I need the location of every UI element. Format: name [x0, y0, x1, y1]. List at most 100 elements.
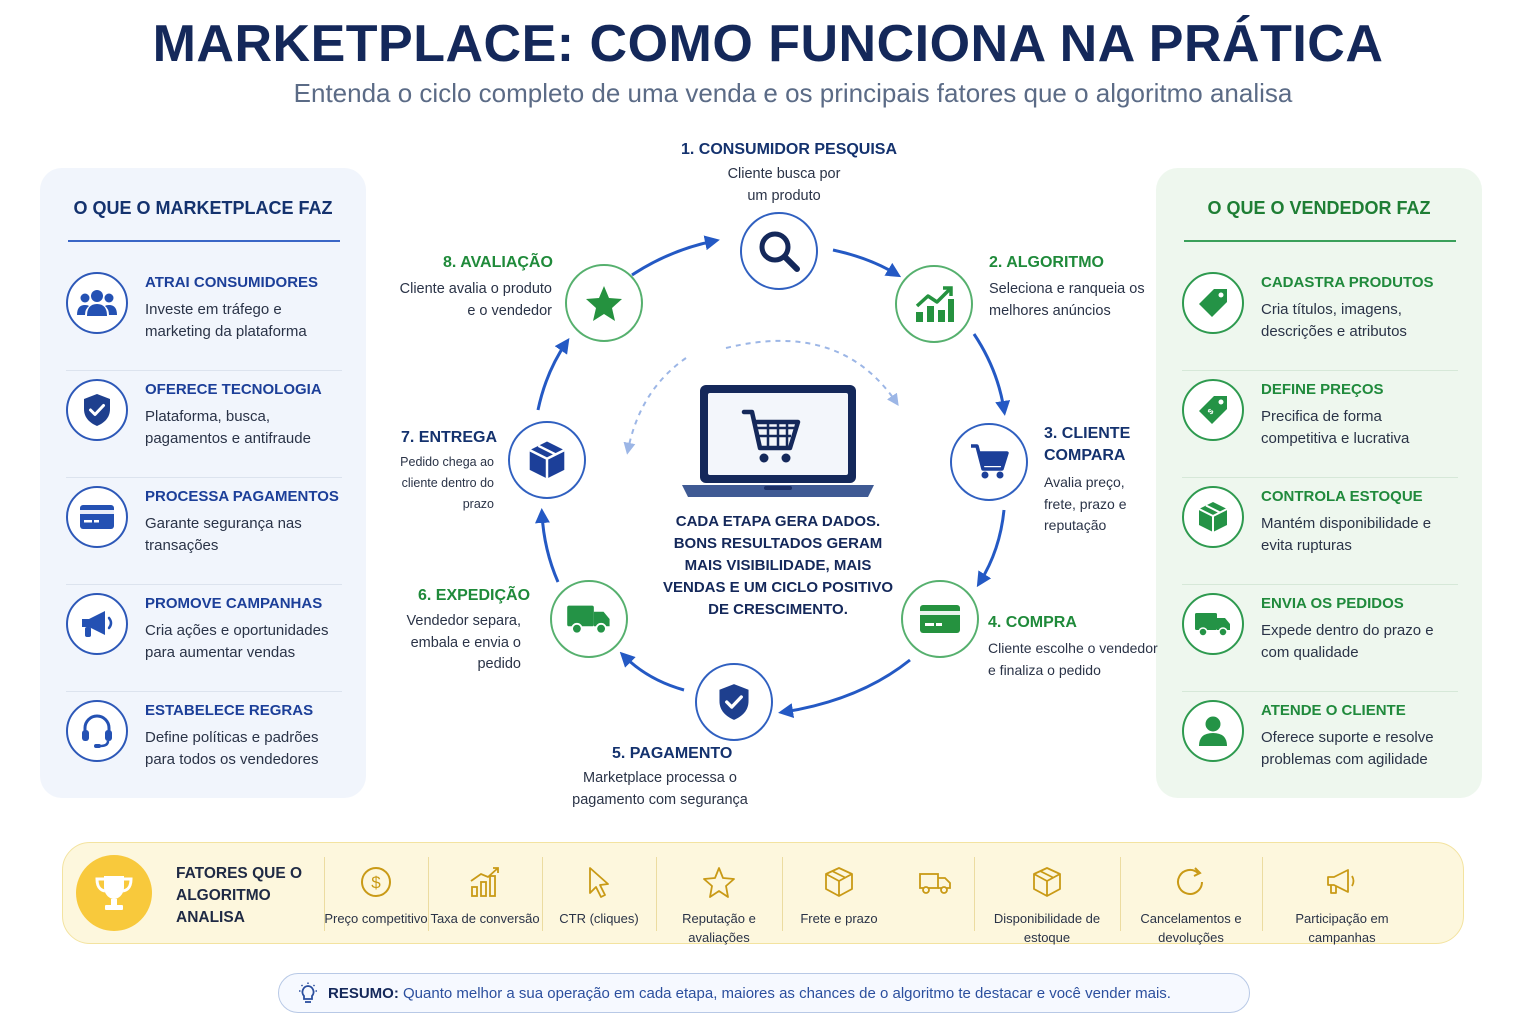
item-desc: Define políticas e padrões para todos os…: [145, 729, 319, 768]
item-desc: Oferece suporte e resolve problemas com …: [1261, 729, 1434, 768]
credit-card-icon: [66, 486, 128, 548]
seller-item-pricing: $ DEFINE PREÇOS Precifica de forma compe…: [1182, 371, 1458, 478]
truck-outline-icon: [919, 873, 951, 894]
factor-label: Participação em campanhas: [1295, 911, 1389, 945]
item-title: ENVIA OS PEDIDOS: [1261, 595, 1404, 612]
arrow-7-8: [536, 338, 570, 411]
step-7-title: 7. ENTREGA: [401, 429, 498, 446]
step-6-desc: Vendedor separa, embala e envia o pedido: [406, 613, 521, 672]
step-4-node: [901, 580, 979, 658]
marketplace-panel: O QUE O MARKETPLACE FAZ ATRAI CONSUMIDOR…: [40, 168, 366, 798]
headset-icon: [66, 700, 128, 762]
item-title: ATENDE O CLIENTE: [1261, 702, 1406, 719]
factor-separator: [974, 857, 975, 931]
cursor-icon: [589, 867, 609, 898]
item-desc: Cria títulos, imagens, descrições e atri…: [1261, 301, 1407, 340]
inner-dashed-arrow-right: [725, 339, 899, 406]
panel-divider: [1184, 240, 1456, 242]
factor-label: Reputação e avaliações: [682, 911, 756, 945]
factor-separator: [782, 857, 783, 931]
factor-conversion: Taxa de conversão: [428, 857, 542, 937]
laptop-cart-icon: [682, 385, 874, 497]
factor-freight: Frete e prazo: [782, 857, 896, 937]
seller-item-support: ATENDE O CLIENTE Oferece suporte e resol…: [1182, 692, 1458, 799]
shield-check-icon: [719, 684, 749, 720]
seller-item-shipping: ENVIA OS PEDIDOS Expede dentro do prazo …: [1182, 585, 1458, 692]
arrow-2-3: [972, 333, 1011, 416]
step-1-desc: Cliente busca por um produto: [727, 166, 841, 204]
panel-divider: [68, 240, 340, 242]
item-desc: Garante segurança nas transações: [145, 515, 302, 554]
arrow-3-4: [976, 509, 1006, 588]
factor-label: Cancelamentos e devoluções: [1140, 911, 1242, 945]
item-desc: Cria ações e oportunidades para aumentar…: [145, 622, 329, 661]
factors-title: FATORES QUE O ALGORITMO ANALISA: [176, 865, 303, 926]
factor-delivery: [896, 857, 974, 937]
users-icon: [66, 272, 128, 334]
factor-separator: [428, 857, 429, 931]
step-7-node: [508, 421, 586, 499]
factor-label: CTR (cliques): [559, 911, 639, 926]
item-title: CONTROLA ESTOQUE: [1261, 488, 1423, 505]
factor-stock: Disponibilidade de estoque: [974, 857, 1120, 945]
item-divider: [1182, 584, 1458, 585]
card-icon: [920, 605, 960, 633]
arrow-8-1: [631, 235, 720, 277]
factor-cancellations: Cancelamentos e devoluções: [1120, 857, 1262, 945]
megaphone-icon: [66, 593, 128, 655]
dollar-icon: $: [361, 867, 391, 897]
step-4-desc: Cliente escolhe o vendedor e finaliza o …: [988, 640, 1158, 678]
price-tag-icon: $: [1182, 379, 1244, 441]
item-title: PROCESSA PAGAMENTOS: [145, 488, 339, 505]
seller-item-stock: CONTROLA ESTOQUE Mantém disponibilidade …: [1182, 478, 1458, 585]
refresh-icon: [1177, 867, 1203, 895]
factor-label: Disponibilidade de estoque: [993, 911, 1101, 945]
step-6-title: 6. EXPEDIÇÃO: [418, 587, 531, 604]
arrow-6-7: [535, 508, 560, 583]
star-outline-icon: [703, 867, 735, 898]
box-outline-icon: [825, 867, 853, 897]
step-2-node: [895, 265, 973, 343]
search-icon: [759, 231, 800, 272]
step-1-node: [740, 212, 818, 290]
step-3-title: 3. CLIENTE COMPARA: [1044, 425, 1131, 464]
factor-separator: [542, 857, 543, 931]
item-divider: [66, 584, 342, 585]
box-icon: [1182, 486, 1244, 548]
step-6-node: [550, 580, 628, 658]
person-icon: [1182, 700, 1244, 762]
marketplace-item-attract: ATRAI CONSUMIDORES Investe em tráfego e …: [66, 264, 342, 371]
item-divider: [1182, 370, 1458, 371]
factor-separator: [1262, 857, 1263, 931]
step-1-title: 1. CONSUMIDOR PESQUISA: [681, 141, 898, 158]
cycle-center-text: CADA ETAPA GERA DADOS. BONS RESULTADOS G…: [662, 513, 894, 618]
factor-campaigns: Participação em campanhas: [1262, 857, 1422, 945]
marketplace-item-rules: ESTABELECE REGRAS Define políticas e pad…: [66, 692, 342, 799]
step-3-node: [950, 423, 1028, 501]
item-divider: [1182, 477, 1458, 478]
item-title: OFERECE TECNOLOGIA: [145, 381, 322, 398]
marketplace-panel-heading: O QUE O MARKETPLACE FAZ: [73, 198, 333, 218]
item-title: CADASTRA PRODUTOS: [1261, 274, 1434, 291]
item-title: PROMOVE CAMPANHAS: [145, 595, 323, 612]
item-divider: [66, 370, 342, 371]
tag-icon: [1182, 272, 1244, 334]
star-icon: [586, 286, 622, 321]
shield-check-icon: [66, 379, 128, 441]
seller-item-register: CADASTRA PRODUTOS Cria títulos, imagens,…: [1182, 264, 1458, 371]
step-2-desc: Seleciona e ranqueia os melhores anúncio…: [989, 281, 1145, 319]
inner-dashed-arrow-left: [623, 357, 687, 455]
summary-banner: RESUMO: Quanto melhor a sua operação em …: [278, 973, 1250, 1013]
factor-separator: [324, 857, 325, 931]
svg-text:$: $: [1206, 407, 1216, 417]
factor-label: Preço competitivo: [324, 911, 428, 926]
summary-body: Quanto melhor a sua operação em cada eta…: [398, 985, 1171, 1002]
item-desc: Investe em tráfego e marketing da plataf…: [145, 301, 307, 340]
step-3-desc: Avalia preço, frete, prazo e reputação: [1044, 474, 1127, 533]
chart-up-icon: [915, 286, 954, 322]
factor-reputation: Reputação e avaliações: [656, 857, 782, 945]
step-8-title: 8. AVALIAÇÃO: [443, 254, 553, 271]
item-divider: [1182, 691, 1458, 692]
arrow-4-5: [778, 658, 911, 719]
marketplace-item-payments: PROCESSA PAGAMENTOS Garante segurança na…: [66, 478, 342, 585]
